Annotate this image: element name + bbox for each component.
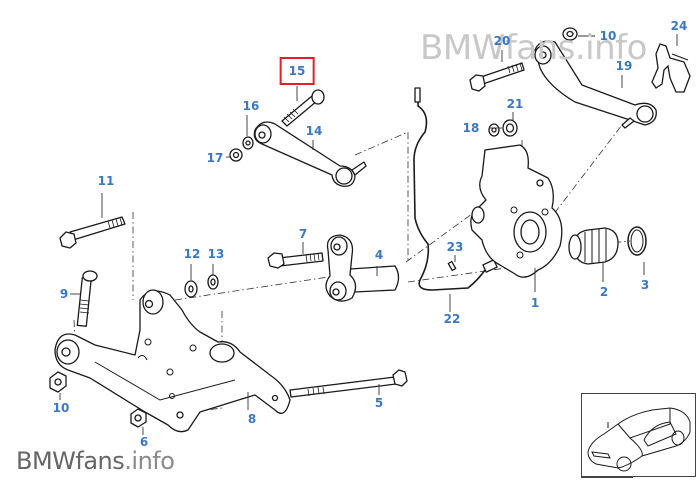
part-label-15[interactable]: 15 (279, 57, 315, 85)
part-label-19[interactable]: 19 (615, 59, 633, 73)
part-label-8[interactable]: 8 (247, 412, 257, 426)
part-5-bolt (289, 369, 408, 398)
part-label-21[interactable]: 21 (506, 97, 524, 111)
part-label-20[interactable]: 20 (493, 34, 511, 48)
part-label-11[interactable]: 11 (97, 174, 115, 188)
part-20-bolt (469, 62, 525, 92)
watermark-top: BMWfans.info (420, 28, 647, 68)
part-11-bolt (59, 216, 126, 249)
thumbnail-underline (581, 477, 633, 478)
part-23-screw (447, 260, 457, 272)
watermark-suffix: .info (124, 447, 175, 475)
part-10-rubber-mount-upper (562, 27, 578, 41)
part-label-10-lower[interactable]: 10 (52, 401, 70, 415)
part-6-nut (130, 408, 147, 428)
label-leader-lines (59, 34, 678, 435)
part-label-3[interactable]: 3 (640, 278, 650, 292)
part-21-rubber-bushing (502, 119, 518, 137)
part-24-bracket (651, 43, 691, 93)
part-22-sensor-cable (413, 87, 498, 291)
part-14-control-arm (253, 121, 367, 187)
part-label-10-upper[interactable]: 10 (599, 29, 617, 43)
part-label-6[interactable]: 6 (139, 435, 149, 449)
part-16-washer (242, 136, 254, 150)
part-18-nut (488, 123, 500, 137)
part-10-nut-lower (49, 371, 67, 393)
part-label-2[interactable]: 2 (599, 285, 609, 299)
car-icon (587, 407, 691, 472)
part-label-24[interactable]: 24 (670, 19, 688, 33)
part-label-13[interactable]: 13 (207, 247, 225, 261)
part-12-washer (184, 280, 198, 298)
part-label-9[interactable]: 9 (59, 287, 69, 301)
part-label-4[interactable]: 4 (374, 248, 384, 262)
part-4-integral-link (325, 234, 400, 302)
part-7-bolt (267, 252, 324, 269)
part-label-22[interactable]: 22 (443, 312, 461, 326)
part-17-nut (229, 148, 243, 162)
vehicle-overview-thumbnail[interactable] (581, 393, 696, 477)
part-8-trailing-arm (54, 289, 291, 433)
part-label-18[interactable]: 18 (462, 121, 480, 135)
watermark-bottom: BMWfans.info (16, 447, 175, 475)
part-label-12[interactable]: 12 (183, 247, 201, 261)
part-label-14[interactable]: 14 (305, 124, 323, 138)
part-label-7[interactable]: 7 (298, 227, 308, 241)
part-1-wheel-carrier (470, 144, 563, 278)
part-label-23[interactable]: 23 (446, 240, 464, 254)
part-3-circlip (627, 226, 647, 256)
part-13-nut (207, 274, 219, 290)
part-2-drive-flange (568, 227, 619, 265)
part-19-wishbone (534, 40, 657, 129)
part-label-1[interactable]: 1 (530, 296, 540, 310)
part-9-bolt (76, 270, 98, 327)
part-label-17[interactable]: 17 (206, 151, 224, 165)
part-label-5[interactable]: 5 (374, 396, 384, 410)
part-label-16[interactable]: 16 (242, 99, 260, 113)
watermark-brand: BMWfans (16, 447, 125, 475)
part-15-bolt (281, 89, 325, 127)
